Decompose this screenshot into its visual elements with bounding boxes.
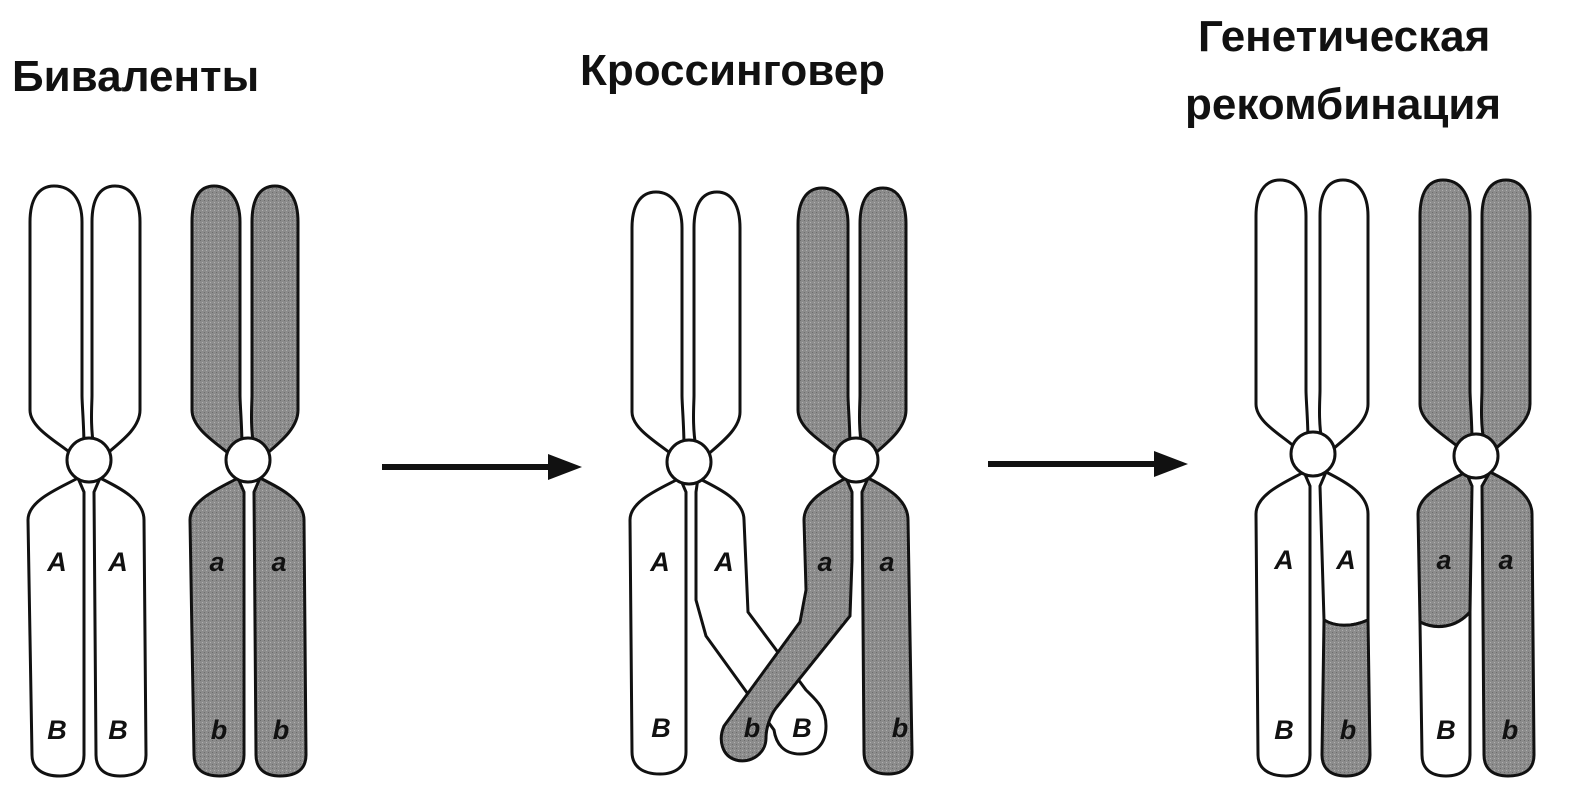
- allele-label: b: [211, 715, 228, 745]
- allele-label: B: [1274, 715, 1294, 745]
- chromatid-upper: [694, 192, 741, 458]
- allele-label: A: [713, 547, 734, 577]
- allele-label: A: [649, 547, 670, 577]
- allele-label: a: [271, 547, 286, 577]
- chromatid-upper: [798, 188, 850, 458]
- chromatid-upper: [1256, 180, 1308, 452]
- recombinant-paternal: [1418, 180, 1534, 776]
- bivalent-paternal: [190, 186, 306, 776]
- chromatid-lower-recombinant: [1420, 612, 1470, 776]
- allele-label: b: [1502, 715, 1519, 745]
- recombinant-maternal: [1256, 180, 1370, 776]
- allele-label: A: [107, 547, 128, 577]
- centromere: [667, 440, 711, 484]
- allele-label: B: [108, 715, 128, 745]
- chromatid-upper: [1482, 180, 1531, 452]
- allele-label: a: [817, 547, 832, 577]
- centromere: [226, 438, 270, 482]
- centromere: [1454, 434, 1498, 478]
- centromere: [67, 438, 111, 482]
- allele-label: A: [1335, 545, 1356, 575]
- allele-label: B: [1436, 715, 1456, 745]
- allele-label: b: [1340, 715, 1357, 745]
- allele-label: a: [1436, 545, 1451, 575]
- arrow-right-icon: [382, 454, 582, 480]
- chromatid-upper: [1420, 180, 1472, 452]
- allele-label: A: [1273, 545, 1294, 575]
- arrow-right-icon: [988, 451, 1188, 477]
- chromatid-lower-recombinant: [1322, 620, 1370, 776]
- centromere: [1291, 432, 1335, 476]
- allele-label: B: [47, 715, 67, 745]
- chromatid-upper: [860, 188, 907, 458]
- allele-label: A: [46, 547, 67, 577]
- allele-label: b: [744, 713, 761, 743]
- chromatid-upper: [192, 186, 242, 458]
- allele-label: b: [892, 713, 909, 743]
- allele-label: a: [879, 547, 894, 577]
- centromere: [834, 438, 878, 482]
- chromatid-upper: [92, 186, 141, 458]
- chromatid-upper: [632, 192, 684, 458]
- allele-label: a: [1498, 545, 1513, 575]
- allele-label: b: [273, 715, 290, 745]
- allele-label: B: [792, 713, 812, 743]
- bivalent-maternal: [28, 186, 146, 776]
- chromatid-upper: [30, 186, 84, 458]
- allele-label: B: [651, 713, 671, 743]
- allele-label: a: [209, 547, 224, 577]
- chromatid-upper: [252, 186, 299, 458]
- chromatid-upper: [1320, 180, 1369, 452]
